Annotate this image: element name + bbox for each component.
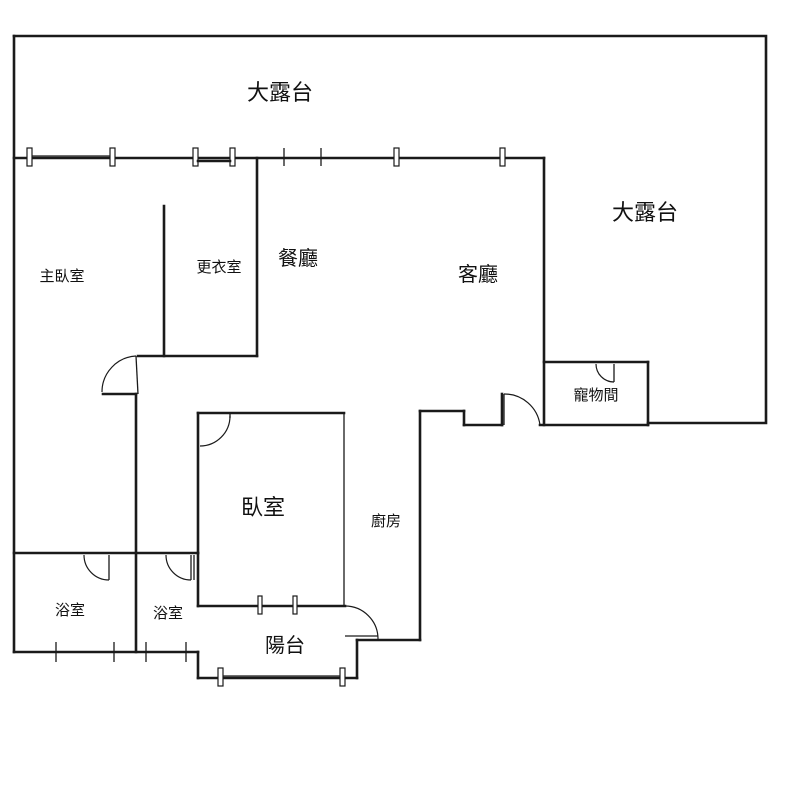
label-dining: 餐廳 xyxy=(278,246,318,270)
interior-walls xyxy=(12,156,650,654)
outer-walls xyxy=(12,34,768,680)
label-bath-2: 浴室 xyxy=(153,604,183,622)
label-pet-room: 寵物間 xyxy=(573,386,618,404)
label-master-bedroom: 主臥室 xyxy=(39,267,84,285)
label-terrace-top: 大露台 xyxy=(247,81,313,106)
terrace-walls xyxy=(12,156,546,427)
label-terrace-right: 大露台 xyxy=(612,201,678,226)
label-bedroom: 臥室 xyxy=(241,496,285,521)
label-balcony: 陽台 xyxy=(265,633,305,657)
label-walk-in-closet: 更衣室 xyxy=(196,258,241,276)
label-kitchen: 廚房 xyxy=(371,512,401,530)
doors xyxy=(83,355,615,640)
terrace-windows xyxy=(26,147,506,167)
label-bath-1: 浴室 xyxy=(55,601,85,619)
room-labels: 大露台 大露台 主臥室 更衣室 餐廳 客廳 寵物間 臥室 廚房 浴室 浴室 陽台 xyxy=(39,81,678,657)
bottom-windows xyxy=(55,595,346,687)
label-living: 客廳 xyxy=(458,262,498,286)
